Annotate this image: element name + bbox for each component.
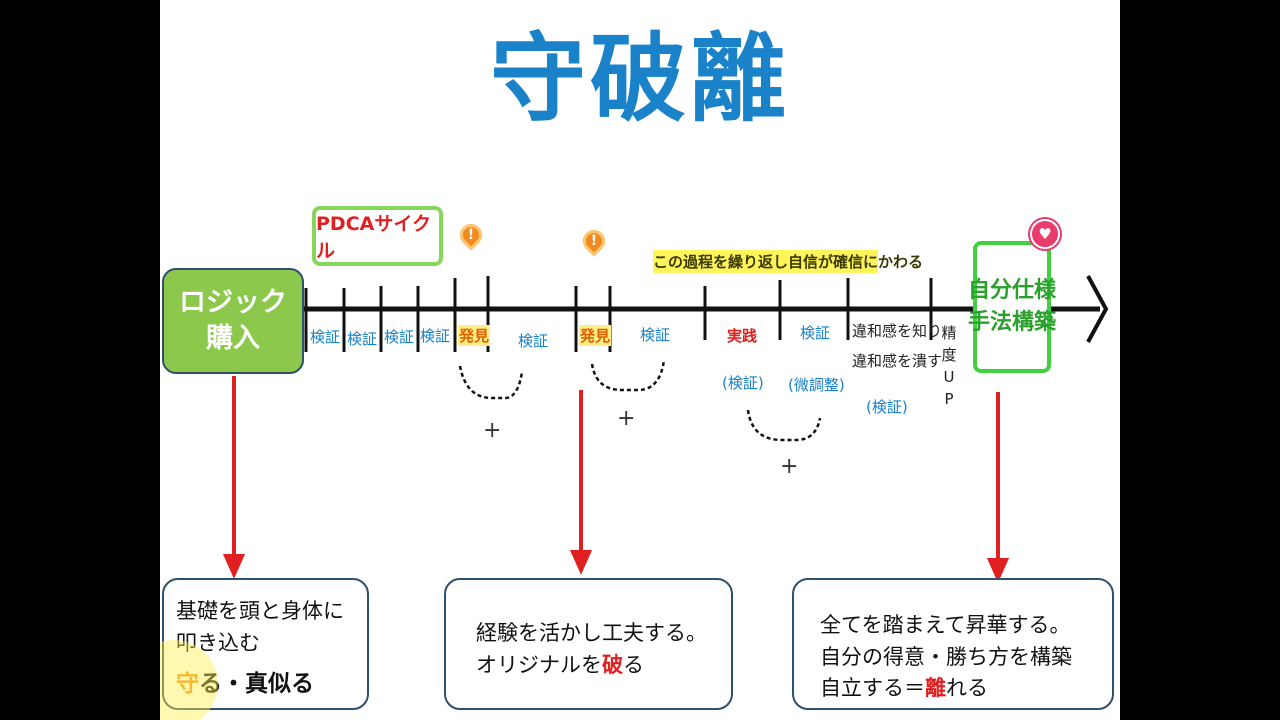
ri-line3-post: れる [946,676,988,700]
shu-line2: 叩き込む [176,630,260,655]
label-kensho-5: 検証 [518,332,549,350]
label-iwakan-1: 違和感を知り [852,322,943,340]
pdca-cycle-label: PDCAサイクル [312,206,443,266]
label-kensho-3: 検証 [384,328,415,346]
exclamation-pin-icon: ! [455,219,487,251]
ha-line1: 経験を活かし工夫する。 [476,621,707,645]
label-hakken-1: 発見 [458,325,491,346]
ri-line2: 自分の得意・勝ち方を構築 [820,644,1072,669]
ha-box: 経験を活かし工夫する。 オリジナルを破る [444,578,733,710]
shu-highlight: 守 [176,671,199,697]
logic-box-line2: 購入 [206,323,260,354]
goal-box-line2: 手法構築 [968,310,1057,335]
label-bichosei: (微調整) [788,376,845,394]
plus-sign-3: + [780,454,799,479]
ha-line2-post: る [623,652,644,677]
shu-rest: る・真似る [199,671,314,697]
ri-line3-pre: 自立する＝ [820,676,925,700]
label-kensho-paren: (検証) [722,374,764,392]
label-kensho-2: 検証 [347,330,378,348]
own-method-box: 自分仕様 手法構築 [968,241,1056,373]
exclamation-pin-icon: ! [578,225,610,257]
slide: 守破離 [160,0,1120,720]
label-hakken-2: 発見 [579,325,612,346]
ri-highlight: 離 [925,676,946,700]
bracket-1 [458,365,524,400]
ri-line1: 全てを踏まえて昇華する。 [820,613,1071,637]
slide-title: 守破離 [490,23,790,135]
label-kensho-1: 検証 [310,328,341,346]
plus-sign-1: + [483,418,502,443]
heart-icon: ♥ [1030,219,1060,249]
ri-line3: 自立する＝離れる [820,673,1112,705]
arrow-right-icon [1086,275,1109,343]
logic-box-line1: ロジック [179,286,287,318]
bracket-2 [590,359,666,392]
shu-line3: 守る・真似る [176,667,367,702]
label-kensho-4: 検証 [420,327,451,345]
shu-box: 基礎を頭と身体に 叩き込む 守る・真似る [162,578,369,710]
timeline-diagram [222,275,1109,583]
label-jissen: 実践 [727,327,758,345]
bracket-3 [746,409,822,442]
logic-purchase-box: ロジック 購入 [162,268,304,374]
ha-line2-pre: オリジナルを [476,652,602,677]
label-iwakan-2: 違和感を潰す [852,352,943,370]
ha-line2: オリジナルを破る [476,650,731,682]
repeat-note: この過程を繰り返し自信が確信にかわる [653,250,923,273]
label-kensho-7: 検証 [800,324,831,342]
plus-sign-2: + [617,406,636,431]
label-kensho-6: 検証 [640,326,671,344]
goal-box-line1: 自分仕様 [968,278,1057,304]
label-kensho-paren-2: (検証) [866,398,908,416]
ri-box: 全てを踏まえて昇華する。 自分の得意・勝ち方を構築 自立する＝離れる [792,578,1114,710]
ha-highlight: 破 [602,652,623,677]
label-seido-up: 精度UP [941,324,957,408]
shu-line1: 基礎を頭と身体に [176,599,344,623]
